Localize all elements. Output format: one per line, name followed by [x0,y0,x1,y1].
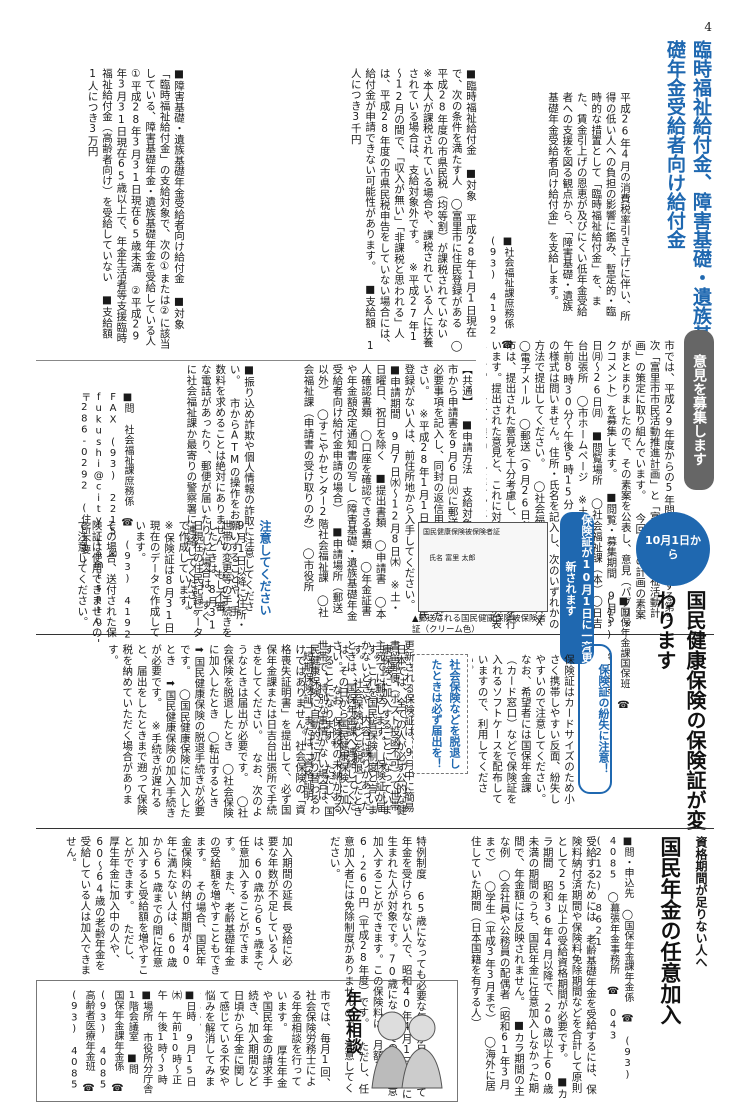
welfare-contact: ■社会福祉課庶務係 ☎ (93) 4192 FAX (93) 2215 [484,236,513,352]
welfare-column-3: 【共通】 ■申請方法 支給対象と思われる人に、市から申請書を9月6日㈫に郵送しま… [302,364,473,621]
insurance-badge: 10月1日から [636,512,710,586]
page-number: 4 [704,20,712,34]
insurance-card-image: 国民健康保険被保険者証 氏名 富里 太郎 [418,522,548,612]
insurance-caution-head: 注意してください [258,520,272,616]
welfare-column-1: ■臨時福祉給付金 ■対象 平成28年1月1日現在で、次の条件を満たす人 ◯富里市… [350,68,477,353]
consult-body: 市では、毎月1回、社会保険労務士による年金相談を行っています。 厚生年金や国民年… [200,990,331,1088]
insurance-body-2: その場合、送付された保険証は使用できませんので注意してください。 [76,520,117,638]
section-divider-2 [36,828,714,829]
welfare-title: 臨時福祉給付金、障害基礎・遺族基礎年金受給者向け給付金 [664,40,712,344]
opinion-contact: ■問 社会福祉課庶務係 ☎ (93) 4192 FAX (93) 2215 ✉ … [78,392,133,642]
welfare-column-2: ■障害基礎・遺族基礎年金受給者向け給付金 ■対象 「臨時福祉給付金」の支給対象で… [86,68,185,350]
welfare-intro: 平成26年4月の消費税率引き上げに伴い、所得の低い人への負担の影響に鑑み、暫定的… [546,92,631,322]
pension-contact: ■問・申込先 ◯国保年金課年金係 ☎ (93) 4085 ◯幕張年金事務所 ☎ … [593,836,633,1081]
welfare-column-4: ■振り込め詐欺や個人情報の詐取に注意してください。 市からATMの操作をお願いす… [185,364,255,621]
insurance-card-field: 氏名 富里 太郎 [429,554,476,562]
insurance-social-body: 日本では、全ての人が必ず公的な健康保険に加入することになっています。これを国民皆… [106,644,407,819]
insurance-card-warning-body: 保険証はカードサイズのため小さく携帯しやすい反面、紛失しやすいので注意してくださ… [472,654,575,804]
insurance-social-head: 社会保険などを脱退したときは必ず届出を！ [412,654,468,774]
pension-col-a: 受給するためには 老齢基礎年金を受給するには、保険料納付済期間や保険料免除期間な… [469,836,597,1099]
insurance-caution-body: 9月1日以降に住所・世帯の変更等の手続きをしたときは、8月31日現在の住民記録デ… [134,520,247,638]
consult-info: ■日時 9月15日㈭ 午前10時～正午 午後1時～3時 ■場所 市役所分庁舎1階… [68,990,195,1094]
welfare-divider [36,360,476,361]
insurance-title: 国民健康保険の保険証が変わります [653,590,707,830]
pension-col-c: 加入期間の延長 受給に必要な年数が不足している人は、60歳から65歳まで任意加入… [64,836,293,976]
insurance-card-warning-head: 保険証の紛失に注意！ [578,644,612,794]
consult-frame [36,980,458,1102]
pension-title: 国民年金の任意加入 [658,836,682,1025]
pension-title-pre: 資格期間が足りない人へ [694,836,708,968]
insurance-card-title: 国民健康保険被保険者証 [423,528,500,536]
consult-title: 年金相談 [343,990,362,1054]
insurance-notice-head: 保険証が10月1日に一斉更新されます [560,512,594,664]
insurance-card-caption: ▲郵送される国民健康保険被保険者証（クリーム色） [412,614,547,635]
insurance-body-1: 更新される保険証は、9月中に簡易書留郵便（ポスト投函不可）で世帯主宛てに郵送しま… [302,640,415,813]
section-divider-1 [36,634,714,635]
opinion-heading: 意見を募集します [684,330,714,490]
insurance-contact: ■国保年金課国保班 ☎ (93) 4083 [608,596,629,712]
consult-illustration [366,996,446,1092]
